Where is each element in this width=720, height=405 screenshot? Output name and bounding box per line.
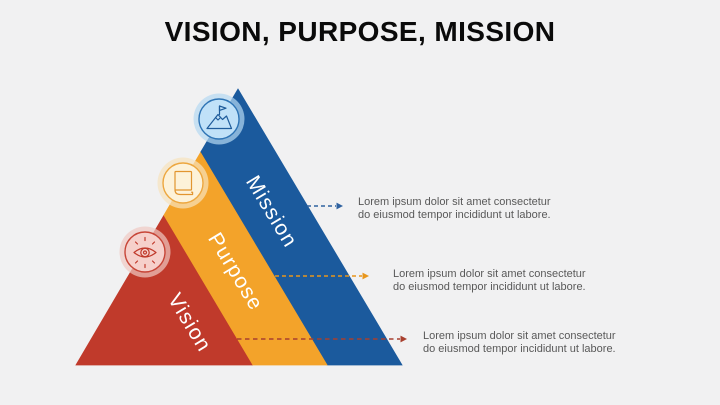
- arrow-vision-head: [400, 335, 407, 343]
- annotation-purpose-line2: do eiusmod tempor incididunt ut labore.: [393, 280, 586, 293]
- arrow-vision: [237, 335, 407, 343]
- slide-title: VISION, PURPOSE, MISSION: [164, 16, 556, 47]
- annotation-vision: Lorem ipsum dolor sit amet consectetur d…: [423, 330, 616, 355]
- annotation-purpose: Lorem ipsum dolor sit amet consectetur d…: [393, 268, 586, 293]
- annotation-purpose-line1: Lorem ipsum dolor sit amet consectetur: [393, 268, 586, 280]
- eye-icon: [133, 236, 157, 269]
- arrow-mission-head: [336, 202, 343, 210]
- badge-purpose-circle: [162, 162, 204, 204]
- band-vision: [75, 215, 253, 366]
- arrow-mission: [307, 202, 343, 210]
- badge-purpose: [157, 157, 209, 209]
- arrow-purpose: [275, 272, 369, 280]
- badge-vision: [119, 226, 171, 278]
- mountain-flag-icon: [206, 105, 233, 130]
- annotation-mission-line2: do eiusmod tempor incididunt ut labore.: [358, 208, 551, 221]
- annotation-mission: Lorem ipsum dolor sit amet consectetur d…: [358, 196, 551, 221]
- annotation-mission-line1: Lorem ipsum dolor sit amet consectetur: [358, 196, 551, 208]
- badge-mission: [193, 93, 245, 145]
- annotation-vision-line1: Lorem ipsum dolor sit amet consectetur: [423, 330, 616, 342]
- annotation-vision-line2: do eiusmod tempor incididunt ut labore.: [423, 342, 616, 355]
- book-icon: [174, 170, 194, 196]
- arrow-purpose-head: [362, 272, 369, 280]
